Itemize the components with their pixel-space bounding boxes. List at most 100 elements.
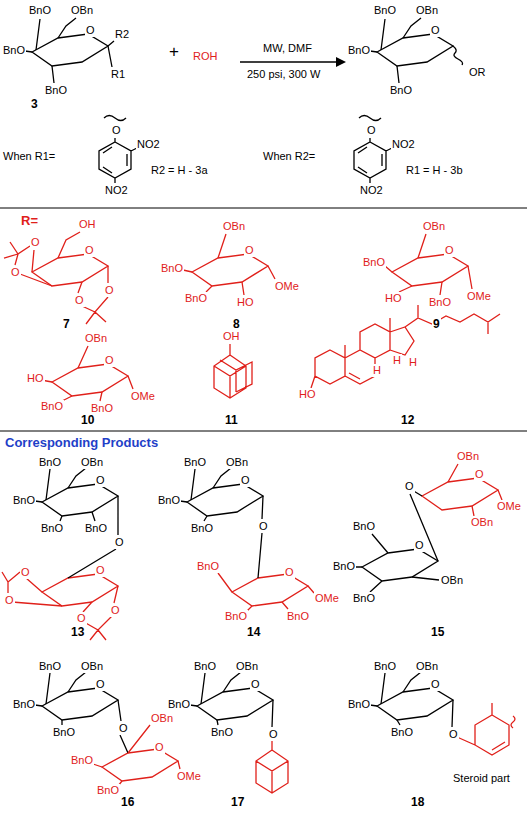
acceptor-ring [32,254,498,781]
atom-label: BnO [373,4,397,17]
compound-number: 17 [230,796,245,809]
atom-label: O [250,678,261,691]
atom-label: OMe [466,290,492,303]
atom-label: BnO [332,560,356,573]
atom-label: BnO [389,84,413,97]
atom-label: BnO [84,522,108,535]
section-heading: Corresponding Products [4,436,159,449]
atom-label: OBn [235,660,259,673]
reagent-text: When R1= [2,150,56,163]
atom-label: OBn [70,4,94,17]
atom-label: O [154,741,165,754]
atom-label: O [268,728,279,741]
atom-label: O [95,564,106,577]
atom-label: NO2 [391,138,416,151]
atom-label: BnO [160,262,184,275]
atom-label: OBn [440,574,464,587]
atom-label: BnO [184,292,208,305]
bond-line [35,672,86,706]
reagent-text: MW, DMF [262,42,313,55]
atom-label: R1 [110,68,126,81]
atom-label: BnO [428,296,452,309]
atom-label: OBn [80,660,104,673]
atom-label: R2 [114,28,130,41]
atom-label: OMe [314,592,340,605]
atom-label: O [258,520,269,533]
atom-label: BnO [38,660,62,673]
atom-label: OBn [84,332,108,345]
atom-label: BnO [96,784,120,797]
atom-label: O [118,722,129,735]
atom-label: H [392,354,402,367]
atom-label: HO [298,388,317,401]
compound-number: 18 [410,796,425,809]
atom-label: O [444,244,455,257]
atom-label: BnO [373,660,397,673]
atom-label: OMe [130,390,156,403]
atom-label: H [408,356,418,369]
reagent-text: ROH [192,50,218,63]
atom-label: BnO [38,456,62,469]
atom-label: OBn [470,516,494,529]
plus-sign: + [168,42,180,61]
atom-label: OMe [176,770,202,783]
atom-label: O [114,536,125,549]
donor-bonds [25,18,421,706]
atom-label: O [404,480,415,493]
compound-number: 14 [246,626,261,639]
reagent-text: R2 = H - 3a [150,164,209,177]
atom-label: O [430,678,441,691]
reagent-text: Steroid part [452,772,511,785]
bond-line [180,468,231,502]
atom-label: BnO [70,754,94,767]
bond-line [370,18,421,52]
atom-label: BnO [224,610,248,623]
atom-label: H [372,364,382,377]
atom-label: BnO [286,610,310,623]
bond-lines [52,41,463,753]
atom-label: O [111,124,122,137]
atom-label: BnO [167,698,191,711]
atom-label: BnO [347,44,371,57]
atom-label: BnO [347,698,371,711]
atom-label: NO2 [359,184,384,197]
atom-label: NO2 [136,138,161,151]
atom-label: O [104,284,115,297]
atom-label: O [84,244,95,257]
atom-label: OH [222,330,241,343]
section-heading: R= [20,214,39,227]
atom-label: O [4,594,15,607]
compound-number: 13 [70,626,85,639]
atom-label: OBn [415,4,439,17]
atom-label: HO [26,372,45,385]
compound-number: 7 [62,318,71,331]
atom-label: O [430,24,441,37]
atom-label: BnO [196,560,220,573]
atom-label: BnO [40,522,64,535]
compound-number: 16 [120,796,135,809]
atom-label: O [474,468,485,481]
atom-label: OBn [422,220,446,233]
section-divider [0,208,527,431]
atom-label: O [95,678,106,691]
atom-label: BnO [157,494,181,507]
atom-label: BnO [210,726,234,739]
atom-label: O [284,566,295,579]
compound-number: 11 [224,414,239,427]
reagent-text: When R2= [262,150,316,163]
atom-label: O [104,354,115,367]
reagent-text: R1 = H - 3b [405,164,464,177]
atom-label: BnO [352,520,376,533]
acceptor-bonds [2,232,515,793]
atom-label: O [244,244,255,257]
atom-label: BnO [28,4,52,17]
atom-label: O [85,24,96,37]
atom-label: BnO [12,698,36,711]
atom-label: O [30,236,41,249]
compound-number: 10 [80,414,95,427]
compound-number: 3 [30,98,39,111]
atom-label: BnO [183,456,207,469]
atom-label: O [95,474,106,487]
